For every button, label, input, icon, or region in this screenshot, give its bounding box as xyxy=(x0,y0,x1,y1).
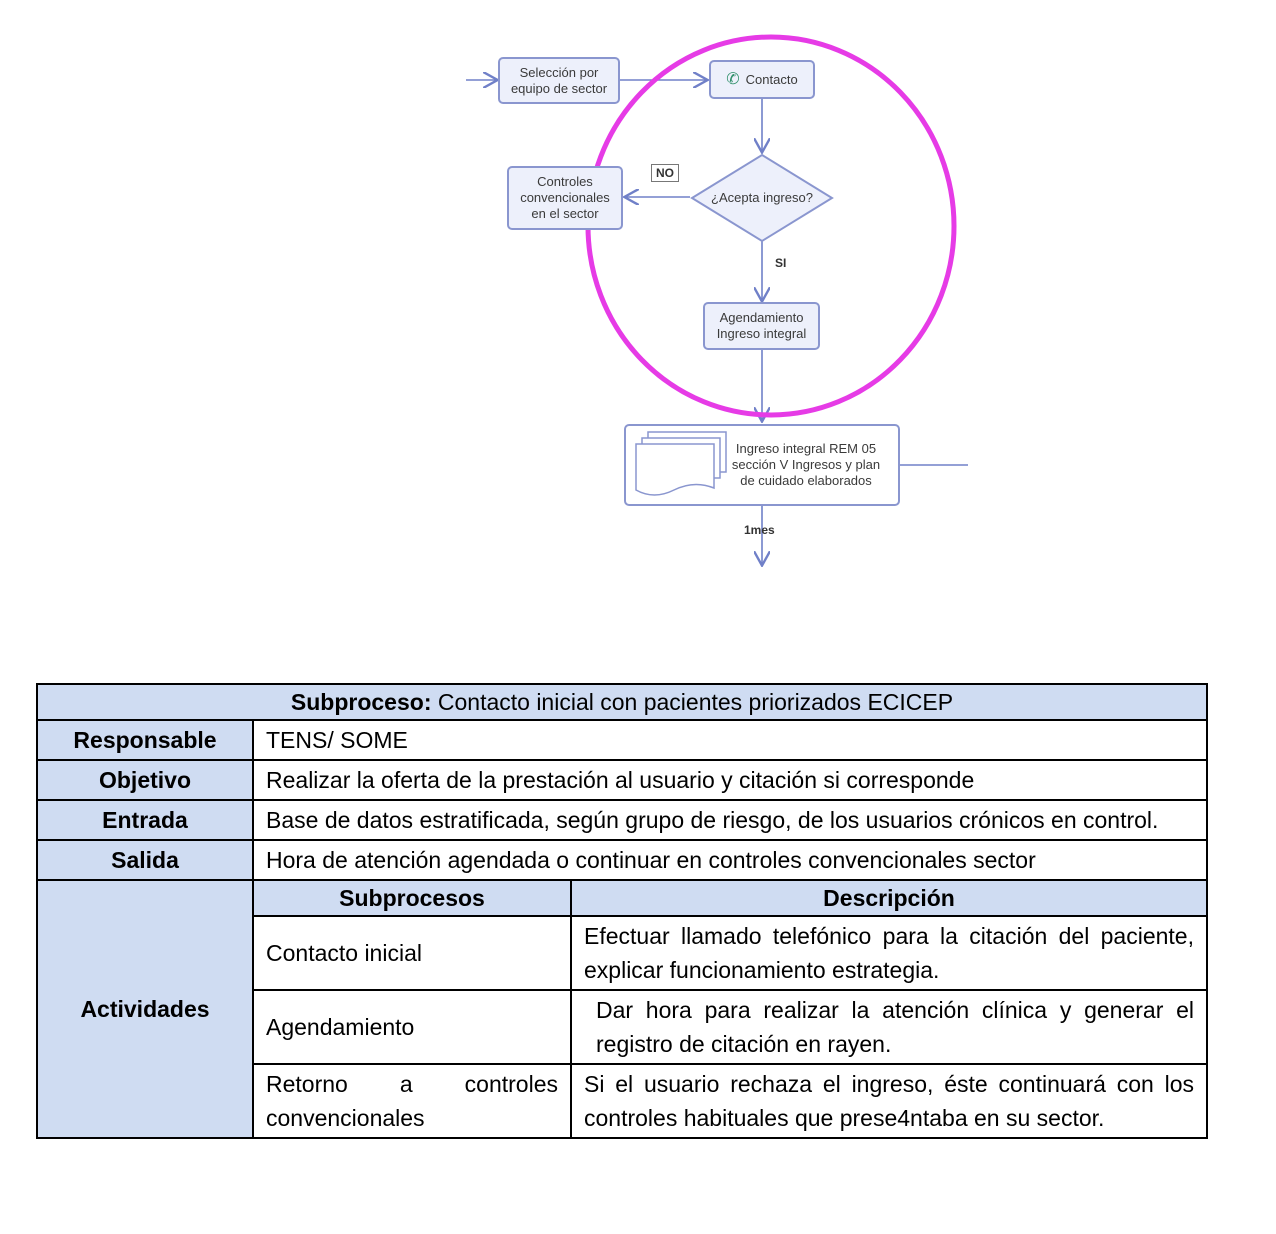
label-no: NO xyxy=(651,164,679,182)
label-objetivo: Objetivo xyxy=(36,759,254,801)
row-responsable: Responsable TENS/ SOME xyxy=(36,719,1208,761)
label-actividades: Actividades xyxy=(36,879,254,1139)
label-salida: Salida xyxy=(36,839,254,881)
value-responsable: TENS/ SOME xyxy=(252,719,1208,761)
row-salida: Salida Hora de atención agendada o conti… xyxy=(36,839,1208,881)
label-si: SI xyxy=(775,256,787,270)
node-contacto: ✆ Contacto xyxy=(709,60,815,99)
label-responsable: Responsable xyxy=(36,719,254,761)
document-stack-icon xyxy=(635,431,727,496)
row-objetivo: Objetivo Realizar la oferta de la presta… xyxy=(36,759,1208,801)
activity-desc: Si el usuario rechaza el ingreso, éste c… xyxy=(570,1063,1208,1139)
activity-sub: Contacto inicial xyxy=(252,915,572,991)
col-header-descripcion: Descripción xyxy=(570,879,1208,917)
table-row: Agendamiento Dar hora para realizar la a… xyxy=(37,989,1208,1065)
table-title: Subproceso: Contacto inicial con pacient… xyxy=(36,683,1208,721)
activity-sub: Agendamiento xyxy=(252,989,572,1065)
activity-sub: Retorno a controles convencionales xyxy=(252,1063,572,1139)
subproceso-table: Subproceso: Contacto inicial con pacient… xyxy=(36,683,1208,1139)
value-objetivo: Realizar la oferta de la prestación al u… xyxy=(252,759,1208,801)
table-row: Contacto inicial Efectuar llamado telefó… xyxy=(37,915,1208,991)
table-row: Retorno a controles convencionales Si el… xyxy=(37,1063,1208,1139)
activity-desc: Efectuar llamado telefónico para la cita… xyxy=(570,915,1208,991)
label-tiempo: 1mes xyxy=(744,523,775,537)
col-header-subprocesos: Subprocesos xyxy=(252,879,572,917)
decision-label: ¿Acepta ingreso? xyxy=(711,190,813,205)
activity-desc: Dar hora para realizar la atención clíni… xyxy=(570,989,1208,1065)
phone-icon: ✆ xyxy=(726,70,740,88)
value-entrada: Base de datos estratificada, según grupo… xyxy=(252,799,1208,841)
row-actividades-header: Actividades Subprocesos Descripción xyxy=(36,879,1208,1139)
value-salida: Hora de atención agendada o continuar en… xyxy=(252,839,1208,881)
label-entrada: Entrada xyxy=(36,799,254,841)
decision-diamond xyxy=(690,153,834,243)
row-entrada: Entrada Base de datos estratificada, seg… xyxy=(36,799,1208,841)
table-title-row: Subproceso: Contacto inicial con pacient… xyxy=(36,683,1208,721)
flowchart-connectors xyxy=(466,34,968,640)
